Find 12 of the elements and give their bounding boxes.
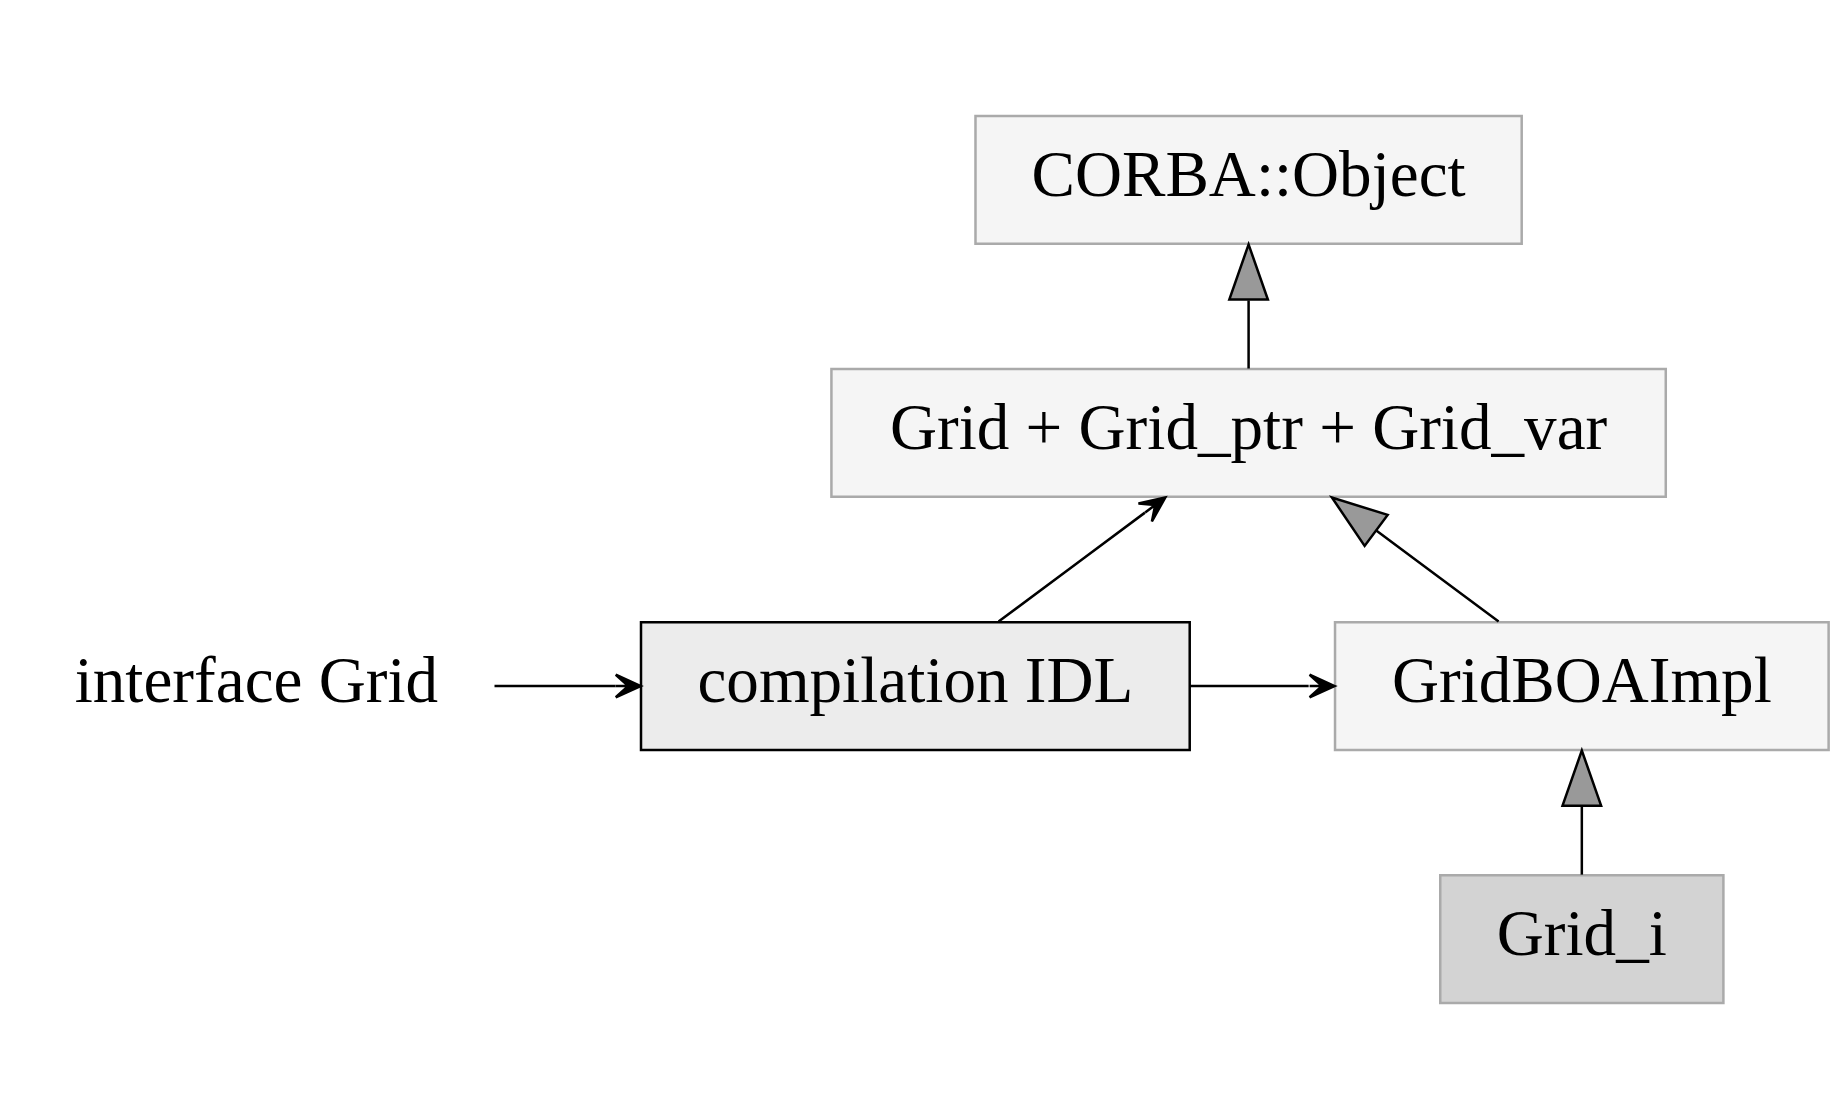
arrow (1190, 673, 1336, 699)
node-box: compilation IDL (639, 620, 1191, 751)
arrow (494, 673, 643, 699)
node-text: interface Grid (74, 643, 439, 716)
node-box: CORBA::Object (974, 114, 1523, 245)
node-box: Grid + Grid_ptr + Grid_var (830, 367, 1667, 498)
arrow (1328, 494, 1500, 623)
arrow (1560, 746, 1603, 875)
arrow (997, 495, 1167, 623)
node-box: Grid_i (1439, 873, 1725, 1004)
node-box: GridBOAImpl (1333, 620, 1830, 751)
arrow (1227, 240, 1270, 368)
